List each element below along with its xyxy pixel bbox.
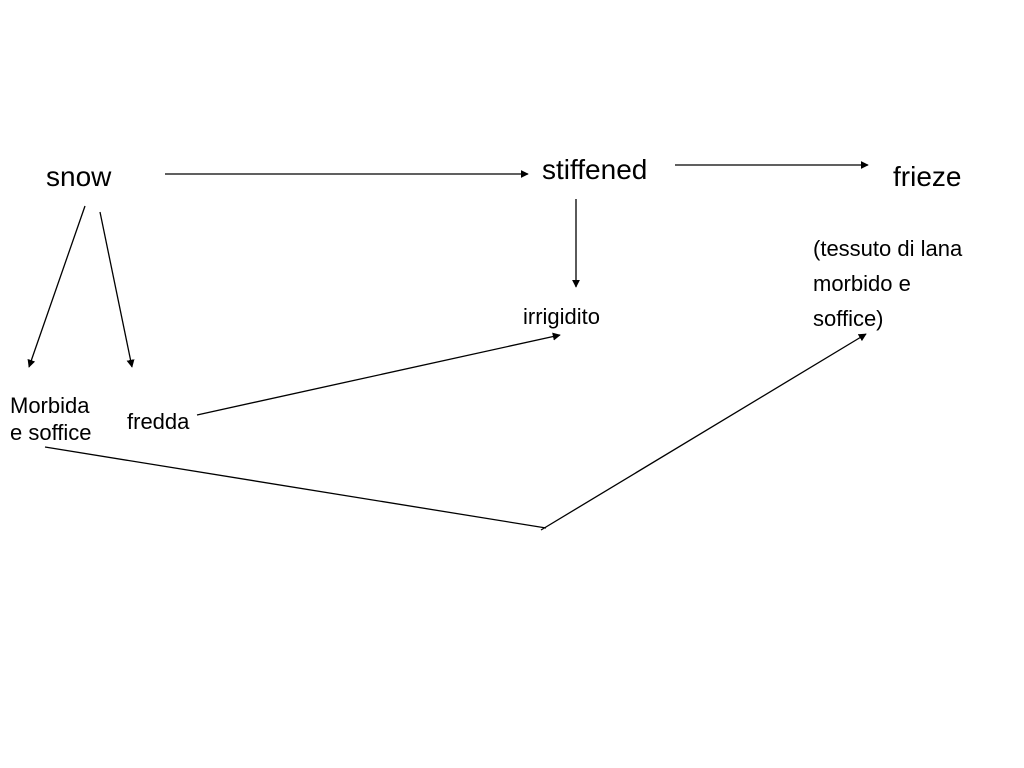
arrow-fredda-to-irrigidito — [196, 332, 561, 416]
line-morbida-to-bend — [44, 446, 547, 529]
node-fredda: fredda — [127, 409, 190, 434]
arrow-snow-to-fredda — [99, 211, 135, 368]
arrow-bend-to-frieze-description — [540, 333, 867, 531]
node-snow: snow — [46, 161, 112, 192]
node-morbida-soffice: Morbida e soffice — [10, 393, 92, 445]
node-irrigidito: irrigidito — [523, 304, 601, 329]
node-frieze-description: (tessuto di lana morbido e soffice) — [813, 236, 963, 332]
node-stiffened: stiffened — [542, 154, 648, 185]
node-frieze: frieze — [893, 161, 962, 192]
arrow-snow-to-morbida — [27, 205, 86, 368]
